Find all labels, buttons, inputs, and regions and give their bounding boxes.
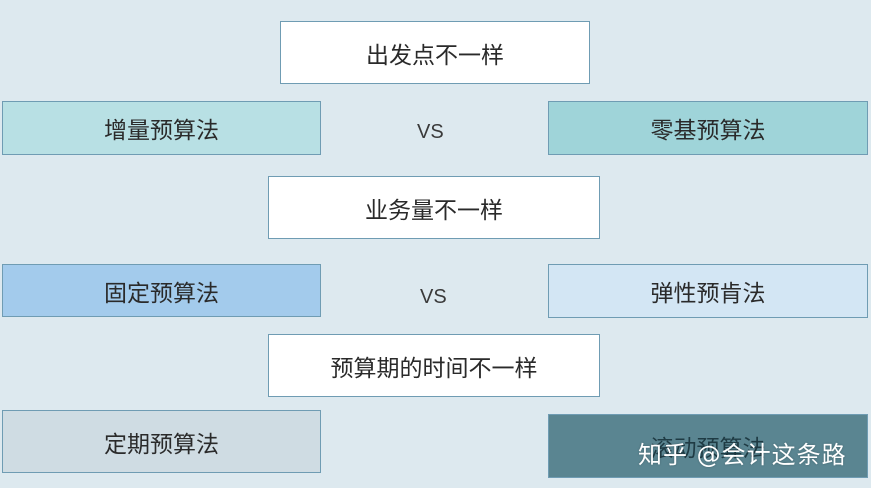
watermark-text: 知乎 @会计这条路 (638, 441, 847, 469)
criterion-starting-point: 出发点不一样 (280, 21, 590, 84)
criterion-label: 预算期的时间不一样 (330, 355, 538, 382)
method-fixed-budget: 固定预算法 (2, 264, 321, 317)
method-periodic-budget: 定期预算法 (2, 410, 321, 473)
criterion-budget-period: 预算期的时间不一样 (268, 334, 600, 397)
method-label: 增量预算法 (104, 118, 219, 144)
method-incremental-budget: 增量预算法 (2, 101, 321, 155)
method-flexible-budget: 弹性预肯法 (548, 264, 868, 318)
criterion-label: 业务量不一样 (365, 197, 503, 224)
method-label: 定期预算法 (104, 431, 219, 458)
vs-label: VS (420, 286, 447, 308)
method-zero-based-budget: 零基预算法 (548, 101, 868, 155)
method-label: 滚动预算法 (650, 436, 766, 462)
method-label: 零基预算法 (650, 118, 766, 144)
method-rolling-budget: 滚动预算法 (548, 414, 868, 478)
method-label: 弹性预肯法 (650, 281, 766, 307)
criterion-business-volume: 业务量不一样 (268, 176, 600, 239)
method-label: 固定预算法 (104, 280, 219, 307)
vs-label: VS (417, 121, 444, 143)
criterion-label: 出发点不一样 (366, 42, 504, 69)
